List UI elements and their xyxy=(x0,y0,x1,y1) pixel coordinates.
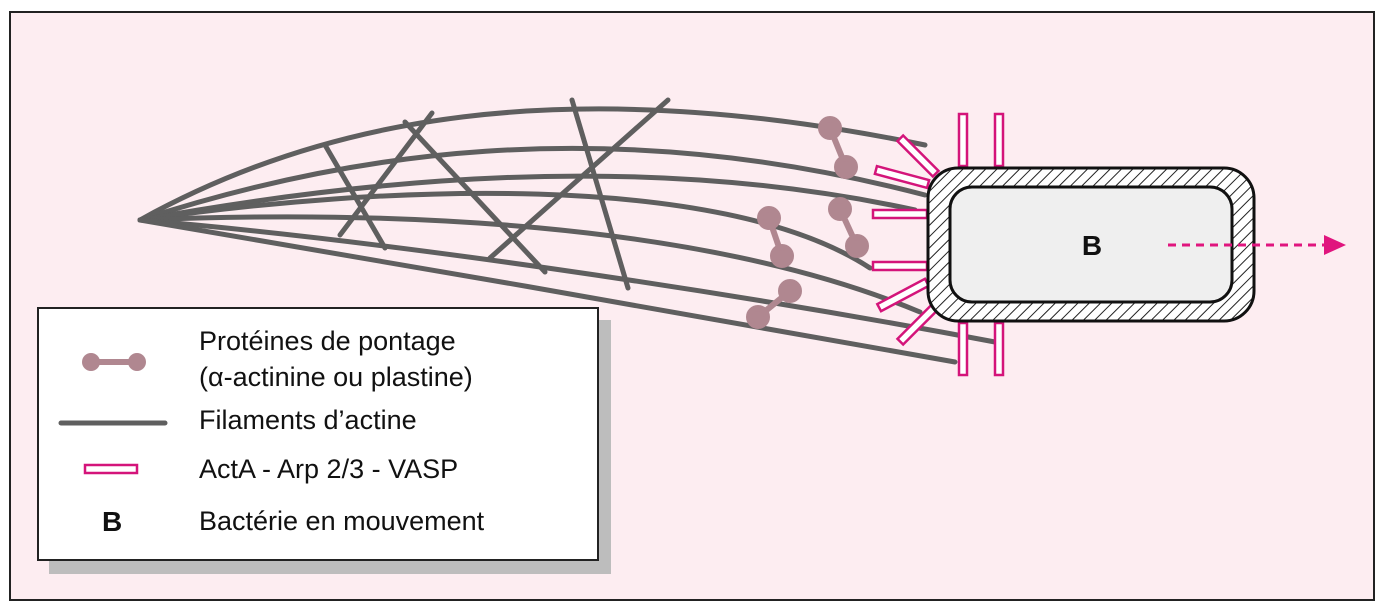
bacterium-label: B xyxy=(1082,230,1102,261)
acta-complexes xyxy=(871,112,1005,377)
legend-label-crosslink: Protéines de pontage xyxy=(199,326,456,356)
legend-label-crosslink-detail: (α-actinine ou plastine) xyxy=(199,362,473,392)
acta-complex xyxy=(873,164,931,190)
acta-complex xyxy=(957,321,969,377)
acta-complex-icon xyxy=(83,463,139,475)
bacterium: B xyxy=(926,166,1256,323)
legend-label-bacterium: Bactérie en mouvement xyxy=(199,506,485,536)
acta-complex xyxy=(993,112,1005,168)
actin-filament xyxy=(322,142,388,251)
actin-filament xyxy=(137,217,998,345)
crosslink-protein xyxy=(828,197,869,258)
actin-filament xyxy=(402,119,548,275)
crosslink-protein xyxy=(818,116,858,179)
actin-filament xyxy=(137,145,928,223)
acta-complex xyxy=(871,260,929,272)
crosslink-protein xyxy=(746,279,802,329)
legend: Protéines de pontage (α-actinine ou plas… xyxy=(37,307,599,561)
actin-filament xyxy=(137,190,873,271)
actin-filament xyxy=(137,214,923,315)
acta-complex xyxy=(895,133,941,179)
acta-complex xyxy=(957,112,969,168)
actin-filament xyxy=(137,106,928,223)
movement-arrow xyxy=(1168,235,1346,255)
actin-filament xyxy=(569,97,631,291)
actin-filament xyxy=(487,97,671,261)
actin-filament xyxy=(137,217,958,365)
acta-complex xyxy=(871,208,929,220)
actin-filament-icon xyxy=(58,420,168,426)
actin-filament xyxy=(137,173,918,223)
crosslink-protein xyxy=(757,206,794,268)
legend-symbol-b: B xyxy=(102,506,123,537)
legend-label-actin: Filaments d’actine xyxy=(199,405,417,435)
crosslink-protein-icon xyxy=(82,353,146,371)
actin-filaments xyxy=(137,97,998,365)
acta-complex xyxy=(993,321,1005,377)
legend-label-acta: ActA - Arp 2/3 - VASP xyxy=(199,454,459,484)
crosslink-proteins xyxy=(746,116,869,329)
